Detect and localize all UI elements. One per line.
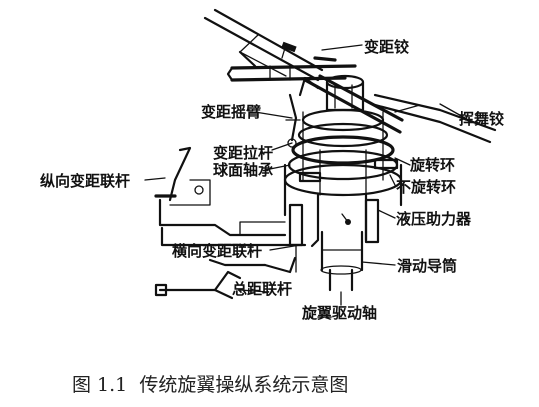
drive-shaft-and-guide <box>310 193 368 292</box>
lower-linkages <box>154 226 307 300</box>
label-lag-hinge: 挥舞铰 <box>459 110 504 128</box>
label-rotor-drive-shaft: 旋翼驱动轴 <box>301 304 377 322</box>
label-longitudinal-pitch-link: 纵向变距联杆 <box>40 172 130 190</box>
pitch-horn-arm <box>285 93 301 148</box>
labels: 变距铰 变距摇臂 挥舞铰 变距拉杆 球面轴承 旋转环 纵向变距联杆 不旋转环 液… <box>40 38 504 322</box>
leader-lines <box>144 44 466 306</box>
blade-lower-right <box>303 74 497 144</box>
longitudinal-linkage <box>154 146 287 237</box>
label-rotating-ring: 旋转环 <box>409 156 455 174</box>
label-pitch-rod-bearing-line1: 变距拉杆 <box>213 144 273 162</box>
blade-upper-left <box>203 8 324 82</box>
label-pitch-horn: 变距摇臂 <box>201 103 261 121</box>
label-collective-link: 总距联杆 <box>232 280 292 298</box>
label-lateral-pitch-link: 横向变距联杆 <box>172 242 262 260</box>
label-sliding-guide-tube: 滑动导筒 <box>397 257 457 275</box>
mechanism-drawing <box>144 8 497 306</box>
swashplate <box>283 108 403 217</box>
label-hydraulic-booster: 液压助力器 <box>396 210 472 228</box>
label-pitch-rod-bearing-line2: 球面轴承 <box>213 161 273 179</box>
figure-caption: 图 1.1 传统旋翼操纵系统示意图 <box>72 374 348 396</box>
label-pitch-hinge: 变距铰 <box>364 38 409 56</box>
hydraulic-boosters <box>288 198 380 273</box>
label-non-rotating-ring: 不旋转环 <box>396 178 456 196</box>
